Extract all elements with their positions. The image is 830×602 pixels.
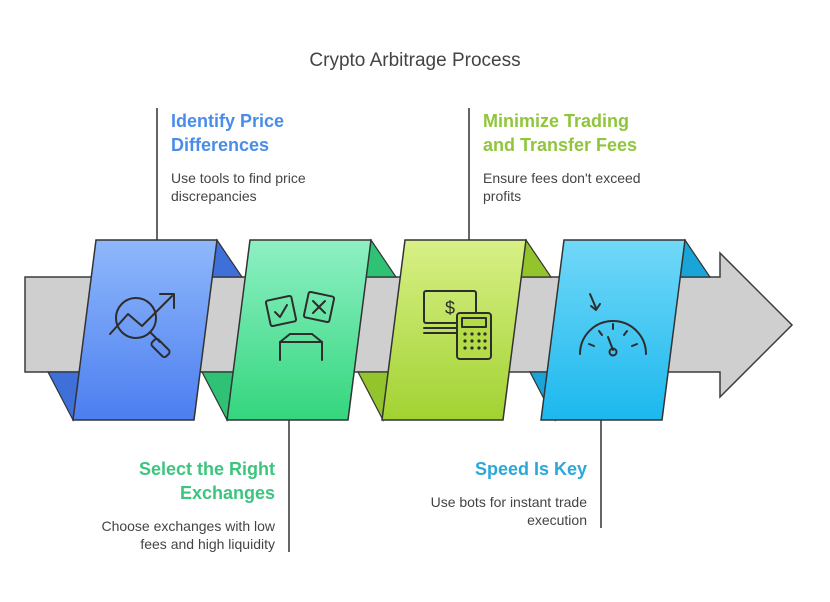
step-3-title-line1: Minimize Trading: [483, 111, 630, 131]
step-4-title: Speed Is Key: [380, 457, 587, 481]
money-calculator-icon: $: [423, 290, 492, 360]
step-4-title-line1: Speed Is Key: [474, 459, 587, 479]
choice-boxes-icon: [264, 290, 336, 361]
step-2-title: Select the Right Exchanges: [60, 457, 275, 505]
step-1-panel: [72, 239, 218, 421]
step-4-description: Use bots for instant trade execution: [380, 493, 587, 529]
speedometer-icon: [579, 293, 647, 357]
step-1-description: Use tools to find price discrepancies: [171, 169, 306, 205]
magnifier-trend-icon: [109, 293, 175, 359]
step-2-folds: [201, 238, 398, 422]
step-1-desc-line1: Use tools to find price: [171, 170, 306, 186]
step-2-description: Choose exchanges with low fees and high …: [40, 517, 275, 553]
step-1-folds: [47, 238, 244, 422]
step-3-folds: [357, 238, 553, 422]
svg-text:$: $: [445, 298, 455, 318]
step-3-panel: [381, 239, 527, 421]
step-3-desc-line2: profits: [483, 188, 522, 204]
step-3-title-line2: and Transfer Fees: [483, 135, 638, 155]
step-1-title-line2: Differences: [171, 135, 270, 155]
step-1-title-line1: Identify Price: [171, 111, 285, 131]
step-2-desc-line1: Choose exchanges with low: [101, 518, 275, 534]
step-3-title: Minimize Trading and Transfer Fees: [483, 109, 637, 157]
diagram-title: Crypto Arbitrage Process: [309, 50, 521, 71]
step-3-desc-line1: Ensure fees don't exceed: [483, 170, 641, 186]
step-2-panel: [226, 239, 372, 421]
step-4-desc-line1: Use bots for instant trade: [430, 494, 587, 510]
step-1-title: Identify Price Differences: [171, 109, 284, 157]
step-2-title-line1: Select the Right: [138, 459, 275, 479]
step-1-desc-line2: discrepancies: [171, 188, 257, 204]
step-3-description: Ensure fees don't exceed profits: [483, 169, 641, 205]
step-2-title-line2: Exchanges: [179, 483, 275, 503]
step-2-desc-line2: fees and high liquidity: [140, 536, 275, 552]
step-4-desc-line2: execution: [527, 512, 587, 528]
